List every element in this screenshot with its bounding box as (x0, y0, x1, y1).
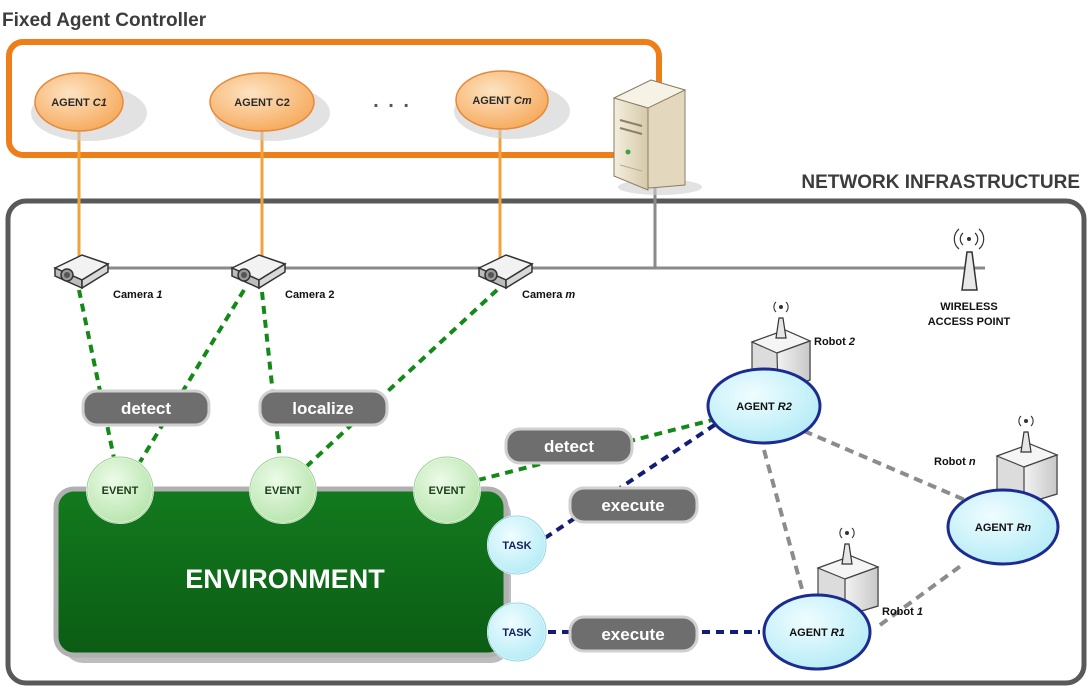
fixed-agent-controller-title: Fixed Agent Controller (2, 10, 207, 31)
event-2-label: EVENT (265, 485, 302, 497)
agent-c2-node (209, 72, 315, 132)
agent-rn-node (946, 488, 1060, 566)
camera-m-icon (477, 254, 534, 290)
agent-r2-node (706, 367, 822, 445)
agent-r2: AGENT R2 (706, 367, 822, 445)
action-detect-1-label: detect (121, 399, 171, 418)
event-2: EVENT (249, 456, 317, 524)
link-camera-2-event-2 (260, 291, 282, 461)
event-3: EVENT (413, 456, 481, 524)
event-3-label: EVENT (429, 485, 466, 497)
agent-cm-label: AGENT Cm (472, 95, 532, 107)
action-localize: localize (258, 389, 389, 427)
link-agent-r2-agent-rn (789, 423, 966, 502)
agent-c2-label: AGENT C2 (234, 97, 290, 109)
event-1: EVENT (86, 456, 154, 524)
network-infrastructure-frame (5, 198, 1087, 686)
wireless-label-line-1: WIRELESS (940, 301, 997, 313)
link-camera-m-event-2 (305, 288, 499, 468)
network-infrastructure-title: NETWORK INFRASTRUCTURE (801, 172, 1080, 193)
agent-r1-label: AGENT R1 (789, 627, 845, 639)
agent-cm: AGENT Cm (454, 70, 570, 139)
event-1-outline (86, 456, 154, 524)
action-execute-2-label: execute (601, 625, 664, 644)
action-execute-1: execute (568, 486, 699, 524)
action-detect-2: detect (504, 427, 634, 465)
agents-ellipsis: . . . (373, 90, 411, 112)
camera-1-icon (53, 254, 110, 290)
event-1-label: EVENT (102, 485, 139, 497)
agent-r1-node (762, 593, 872, 671)
agent-c2: AGENT C2 (209, 72, 330, 141)
camera-2-icon (230, 254, 287, 290)
agent-c1: AGENT C1 (31, 72, 147, 141)
action-localize-label: localize (292, 399, 353, 418)
event-2-outline (249, 456, 317, 524)
action-execute-1-label: execute (601, 496, 664, 515)
agent-camera-links (77, 127, 502, 262)
agent-c1-label: AGENT C1 (51, 97, 107, 109)
server-icon (612, 79, 702, 195)
wireless-access-point-icon (953, 228, 985, 291)
link-agent-r2-agent-r1 (762, 449, 807, 601)
detection-links (77, 288, 721, 482)
agent-rn-label: AGENT Rn (975, 522, 1032, 534)
event-3-outline (413, 456, 481, 524)
action-detect-1: detect (81, 389, 211, 427)
task-2-outline (487, 602, 547, 662)
action-detect-2-label: detect (544, 437, 594, 456)
task-1-outline (487, 515, 547, 575)
environment-label: ENVIRONMENT (185, 564, 385, 594)
task-2: TASK (487, 602, 547, 662)
robot-1-label: Robot 1 (882, 606, 923, 618)
task-2-label: TASK (502, 627, 531, 639)
task-1-label: TASK (502, 540, 531, 552)
camera-2-label: Camera 2 (285, 289, 335, 301)
agent-r2-label: AGENT R2 (736, 401, 792, 413)
action-execute-2: execute (568, 615, 699, 653)
link-camera-2-event-1 (138, 288, 246, 464)
robot-mesh-links (762, 423, 966, 627)
robot-2-label: Robot 2 (814, 336, 855, 348)
task-1: TASK (487, 515, 547, 575)
wireless-label-line-2: ACCESS POINT (928, 316, 1011, 328)
link-camera-1-event-1 (77, 289, 117, 464)
link-agent-r1-agent-rn (878, 563, 964, 627)
agent-rn: AGENT Rn (946, 488, 1060, 566)
agent-c1-node (34, 72, 124, 132)
camera-m-label: Camera m (522, 289, 575, 301)
agent-cm-node (455, 70, 549, 130)
agent-r1: AGENT R1 (762, 593, 872, 671)
robot-n-label: Robot n (934, 456, 976, 468)
camera-1-label: Camera 1 (113, 289, 163, 301)
